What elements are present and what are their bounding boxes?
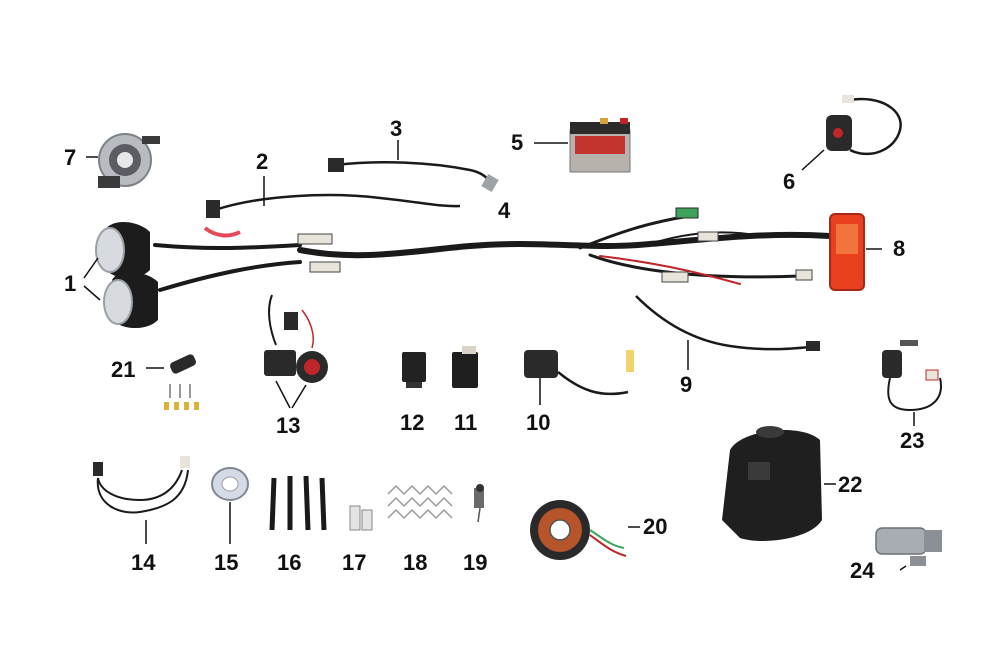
part-label-10: 10 (526, 410, 551, 435)
ignition-key-switch-icon (882, 340, 942, 426)
part-label-3: 3 (390, 116, 403, 141)
stator-icon (530, 500, 640, 560)
part-label-14: 14 (131, 550, 156, 575)
part-label-4: 4 (498, 198, 511, 223)
part-label-18: 18 (403, 550, 428, 575)
part-label-19: 19 (463, 550, 488, 575)
cable-ties-icon (269, 475, 327, 531)
part-label-2: 2 (256, 149, 269, 174)
part-label-15: 15 (214, 550, 239, 575)
starter-motor-icon (875, 527, 942, 571)
part-label-16: 16 (277, 550, 302, 575)
kill-switch-wire-icon (203, 176, 461, 238)
headlight-pair-icon (83, 221, 158, 329)
part-label-11: 11 (454, 410, 478, 435)
connector-pins-icon (146, 354, 199, 410)
relay-icon (402, 352, 426, 388)
roll-of-tape-icon (211, 467, 249, 544)
part-label-17: 17 (342, 550, 367, 575)
part-label-20: 20 (643, 514, 668, 539)
part-label-22: 22 (838, 472, 863, 497)
rear-tail-light-icon (829, 213, 882, 291)
battery-icon (534, 118, 631, 173)
wire-clips-icon (387, 484, 453, 520)
main-wiring-harness-icon (153, 207, 833, 292)
part-label-9: 9 (680, 372, 693, 397)
part-label-23: 23 (900, 428, 925, 453)
part-label-21: 21 (111, 357, 136, 382)
part-label-12: 12 (400, 410, 425, 435)
brake-switch-wire-icon (635, 295, 821, 370)
part-label-24: 24 (850, 558, 875, 583)
fuse-holder-icon (349, 505, 373, 531)
ignition-coil-icon (524, 350, 634, 405)
fuel-tank-icon (722, 426, 836, 541)
part-label-8: 8 (893, 236, 906, 261)
part-label-6: 6 (783, 169, 796, 194)
handlebar-switch-icon (801, 95, 902, 171)
cdi-unit-icon (452, 346, 478, 388)
part-label-1: 1 (64, 271, 77, 296)
indicator-wire-icon (93, 456, 190, 544)
part-label-7: 7 (64, 145, 77, 170)
horn-flasher-set-icon (264, 294, 328, 409)
ignition-cap-wire-icon (328, 140, 499, 193)
part-label-5: 5 (511, 130, 524, 155)
round-light-icon (86, 133, 160, 188)
small-switch-icon (474, 484, 484, 523)
part-label-13: 13 (276, 413, 301, 438)
